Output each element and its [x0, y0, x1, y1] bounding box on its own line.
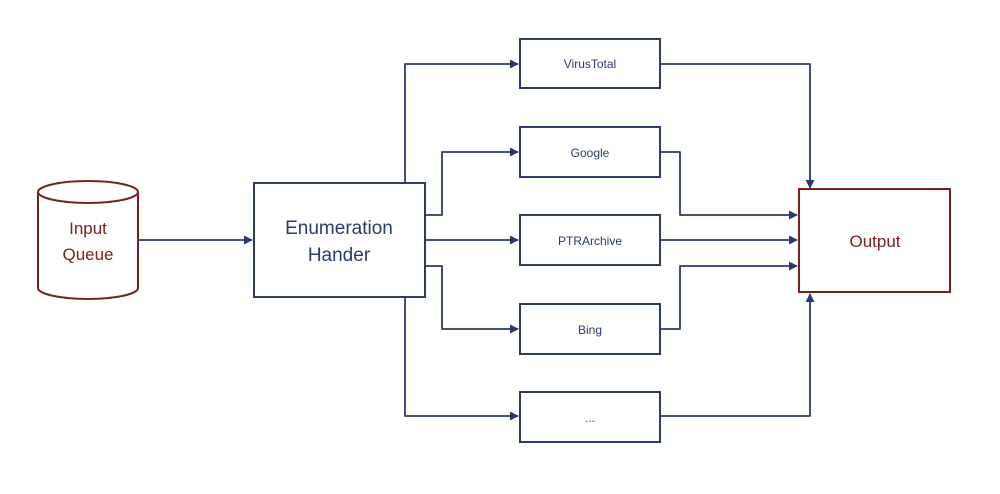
arrow-more-to-output	[660, 293, 815, 417]
arrow-handler-to-more	[404, 297, 519, 421]
input-queue-label-line1: Input	[69, 219, 107, 238]
input-queue-node: Input Queue	[37, 180, 139, 300]
source-more-node: ...	[519, 391, 661, 443]
enumeration-handler-label-line1: Enumeration	[285, 218, 393, 239]
arrow-handler-to-google	[425, 147, 519, 216]
enumeration-handler-node: Enumeration Hander	[253, 182, 426, 298]
output-node: Output	[798, 188, 951, 293]
source-bing-label: Bing	[578, 323, 602, 337]
source-ptrarchive-label: PTRArchive	[558, 234, 622, 248]
input-queue-label-line2: Queue	[62, 245, 113, 264]
source-virustotal-label: VirusTotal	[564, 57, 616, 71]
arrow-bing-to-output	[660, 261, 798, 330]
enumeration-handler-label-line2: Hander	[308, 245, 371, 266]
arrow-handler-to-virustotal	[404, 59, 519, 183]
source-more-label: ...	[585, 411, 595, 425]
arrow-google-to-output	[660, 151, 798, 220]
source-ptrarchive-node: PTRArchive	[519, 214, 661, 266]
source-google-node: Google	[519, 126, 661, 178]
arrow-virustotal-to-output	[660, 63, 815, 189]
source-virustotal-node: VirusTotal	[519, 38, 661, 89]
source-google-label: Google	[571, 146, 610, 160]
arrow-handler-to-bing	[425, 265, 519, 334]
output-label: Output	[849, 232, 900, 251]
source-bing-node: Bing	[519, 303, 661, 355]
